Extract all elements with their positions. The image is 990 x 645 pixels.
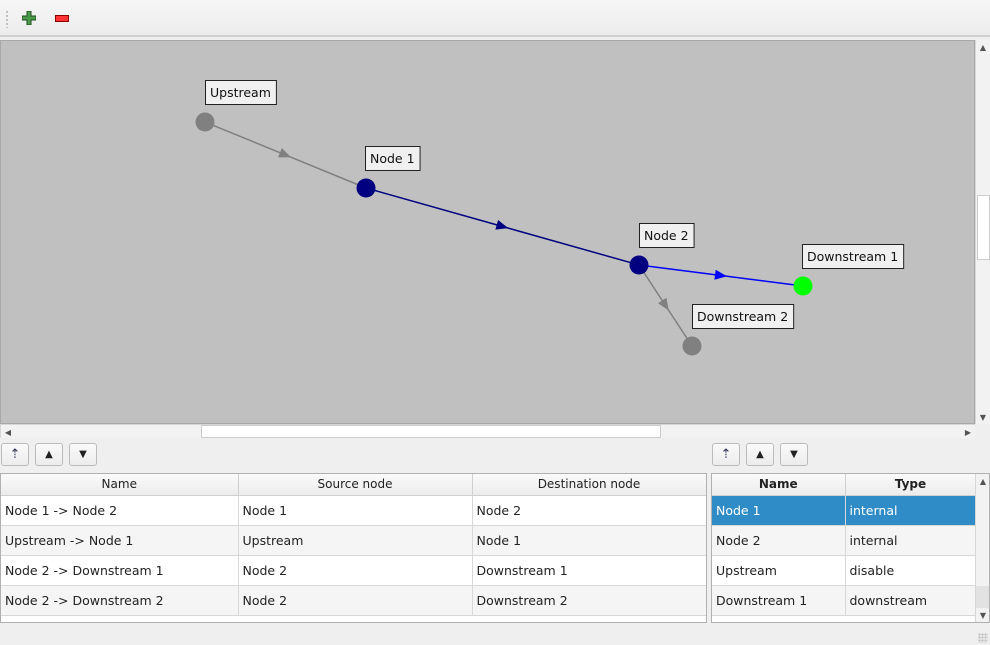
node-label: Node 2: [644, 228, 689, 243]
nodes-move-down-button[interactable]: ▼: [780, 443, 808, 466]
sort-icon: ⇡: [9, 447, 21, 462]
node-type[interactable]: internal: [845, 525, 977, 556]
edge-destination[interactable]: Downstream 1: [472, 555, 706, 586]
vertical-scroll-thumb[interactable]: [977, 195, 990, 260]
edge-source[interactable]: Node 2: [238, 555, 473, 586]
column-header-destination[interactable]: Destination node: [472, 474, 706, 496]
node-type[interactable]: disable: [845, 555, 977, 586]
node-type[interactable]: internal: [845, 495, 977, 526]
node-name[interactable]: Node 2: [712, 525, 846, 556]
nodes-sort-button[interactable]: ⇡: [712, 443, 740, 466]
nodes-move-up-button[interactable]: ▲: [746, 443, 774, 466]
node-label: Upstream: [210, 85, 271, 100]
arrowhead-icon: [495, 220, 509, 230]
node-label: Downstream 1: [807, 249, 898, 264]
arrow-down-icon: ▼: [790, 449, 798, 460]
graph-horizontal-scrollbar[interactable]: ◀ ▶: [0, 424, 975, 438]
green-plus-icon: [22, 11, 36, 25]
node-name[interactable]: Downstream 1: [712, 585, 846, 616]
edges-table[interactable]: Name Source node Destination node Node 1…: [0, 473, 707, 623]
column-header-name[interactable]: Name: [712, 474, 846, 496]
node-label-box: [692, 304, 795, 329]
edge-source[interactable]: Node 1: [238, 495, 473, 526]
horizontal-scroll-thumb[interactable]: [201, 425, 661, 438]
graph-node[interactable]: [793, 276, 813, 296]
column-header-type[interactable]: Type: [845, 474, 977, 496]
column-header-name[interactable]: Name: [1, 474, 239, 496]
edge-destination[interactable]: Downstream 2: [472, 585, 706, 616]
node-label: Downstream 2: [697, 309, 788, 324]
edge-name[interactable]: Upstream -> Node 1: [1, 525, 239, 556]
nodes-table-scrollbar[interactable]: ▲ ▼: [975, 474, 989, 622]
scroll-right-icon[interactable]: ▶: [964, 427, 972, 437]
edge-destination[interactable]: Node 2: [472, 495, 706, 526]
graph-node[interactable]: [682, 336, 702, 356]
node-label-box: [365, 146, 421, 171]
graph-node[interactable]: [195, 112, 215, 132]
move-down-button[interactable]: ▼: [69, 443, 97, 466]
node-label-box: [802, 244, 905, 269]
column-header-source[interactable]: Source node: [238, 474, 473, 496]
graph-vertical-scrollbar[interactable]: ▲ ▼: [975, 40, 990, 424]
node-type[interactable]: downstream: [845, 585, 977, 616]
edge-name[interactable]: Node 2 -> Downstream 1: [1, 555, 239, 586]
arrowhead-icon: [278, 148, 292, 158]
remove-button[interactable]: [51, 7, 73, 29]
sort-icon: ⇡: [720, 447, 732, 462]
sort-button[interactable]: ⇡: [1, 443, 29, 466]
arrow-up-icon: ▲: [756, 449, 764, 460]
node-label-box: [639, 223, 695, 248]
edge-name[interactable]: Node 2 -> Downstream 2: [1, 585, 239, 616]
edge-name[interactable]: Node 1 -> Node 2: [1, 495, 239, 526]
arrowhead-icon: [658, 297, 669, 311]
node-label-box: [205, 80, 277, 105]
edge-destination[interactable]: Node 1: [472, 525, 706, 556]
scroll-left-icon[interactable]: ◀: [4, 427, 12, 437]
main-toolbar: [0, 0, 990, 37]
node-label: Node 1: [370, 151, 415, 166]
edge-source[interactable]: Node 2: [238, 585, 473, 616]
graph-node[interactable]: [356, 178, 376, 198]
toolbar-grip[interactable]: [5, 10, 9, 28]
red-minus-icon: [55, 14, 69, 22]
arrow-down-icon: ▼: [79, 449, 87, 460]
move-up-button[interactable]: ▲: [35, 443, 63, 466]
scroll-up-icon[interactable]: ▲: [979, 42, 987, 52]
add-button[interactable]: [18, 7, 40, 29]
node-name[interactable]: Node 1: [712, 495, 846, 526]
nodes-scroll-thumb[interactable]: [976, 586, 989, 608]
arrow-up-icon: ▲: [45, 449, 53, 460]
scroll-up-icon[interactable]: ▲: [979, 476, 987, 486]
scroll-down-icon[interactable]: ▼: [979, 610, 987, 620]
resize-grip[interactable]: [978, 633, 988, 643]
edge-source[interactable]: Upstream: [238, 525, 473, 556]
scroll-down-icon[interactable]: ▼: [979, 412, 987, 422]
graph-node[interactable]: [629, 255, 649, 275]
node-name[interactable]: Upstream: [712, 555, 846, 586]
arrowhead-icon: [714, 269, 727, 280]
